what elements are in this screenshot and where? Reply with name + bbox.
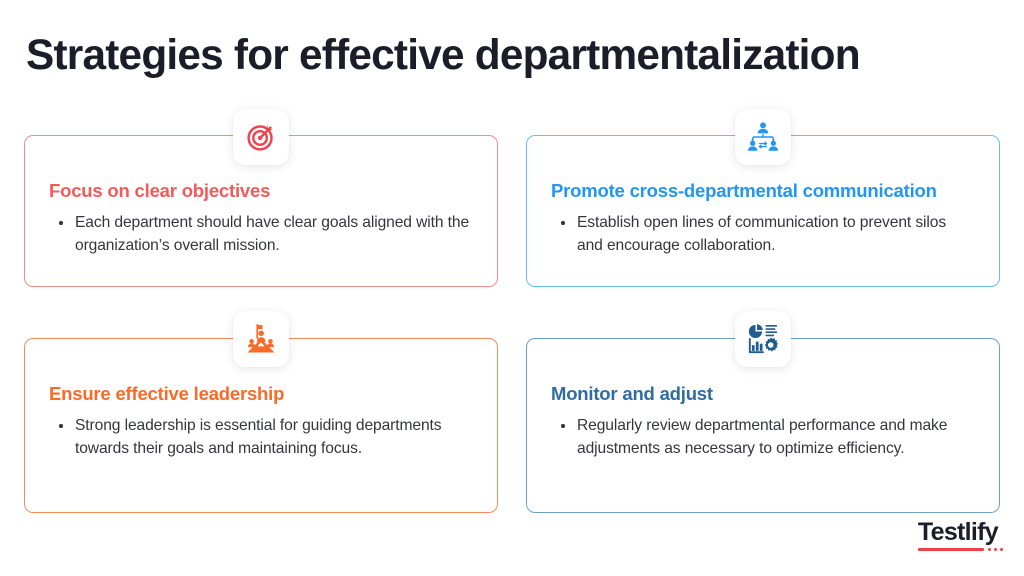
logo-underline-dot <box>993 548 997 552</box>
bullet-list: Establish open lines of communication to… <box>551 211 975 257</box>
bullet-list: Strong leadership is essential for guidi… <box>49 414 473 460</box>
logo-underline-dot <box>999 548 1003 552</box>
target-icon-badge <box>233 109 289 165</box>
page-title: Strategies for effective departmentaliza… <box>26 31 861 79</box>
list-item: Strong leadership is essential for guidi… <box>49 414 473 460</box>
card-title: Ensure effective leadership <box>49 383 285 404</box>
logo-underline <box>917 548 1003 552</box>
analytics-settings-icon-badge <box>735 311 791 367</box>
logo-wordmark: Testlify <box>917 518 999 546</box>
card-title: Focus on clear objectives <box>49 180 271 201</box>
card-body: Monitor and adjust Regularly review depa… <box>527 339 999 460</box>
leadership-summit-icon-badge <box>233 311 289 367</box>
testlify-logo: Testlify <box>917 518 1003 552</box>
team-network-icon-badge <box>735 109 791 165</box>
card-body: Focus on clear objectives Each departmen… <box>25 136 497 257</box>
logo-underline-dot <box>987 548 991 552</box>
card-body: Promote cross-departmental communication… <box>527 136 999 257</box>
logo-underline-bar <box>917 548 984 552</box>
bullet-list: Each department should have clear goals … <box>49 211 473 257</box>
analytics-settings-icon <box>747 323 779 355</box>
list-item: Regularly review departmental performanc… <box>551 414 975 460</box>
list-item: Each department should have clear goals … <box>49 211 473 257</box>
card-body: Ensure effective leadership Strong leade… <box>25 339 497 460</box>
card-ensure-effective-leadership: Ensure effective leadership Strong leade… <box>24 338 498 513</box>
card-monitor-and-adjust: Monitor and adjust Regularly review depa… <box>526 338 1000 513</box>
leadership-summit-icon <box>245 323 277 355</box>
list-item: Establish open lines of communication to… <box>551 211 975 257</box>
card-title: Monitor and adjust <box>551 383 713 404</box>
card-title: Promote cross-departmental communication <box>551 180 937 201</box>
bullet-list: Regularly review departmental performanc… <box>551 414 975 460</box>
target-icon <box>246 122 276 152</box>
card-promote-cross-departmental-communication: Promote cross-departmental communication… <box>526 135 1000 287</box>
team-network-icon <box>747 121 779 153</box>
